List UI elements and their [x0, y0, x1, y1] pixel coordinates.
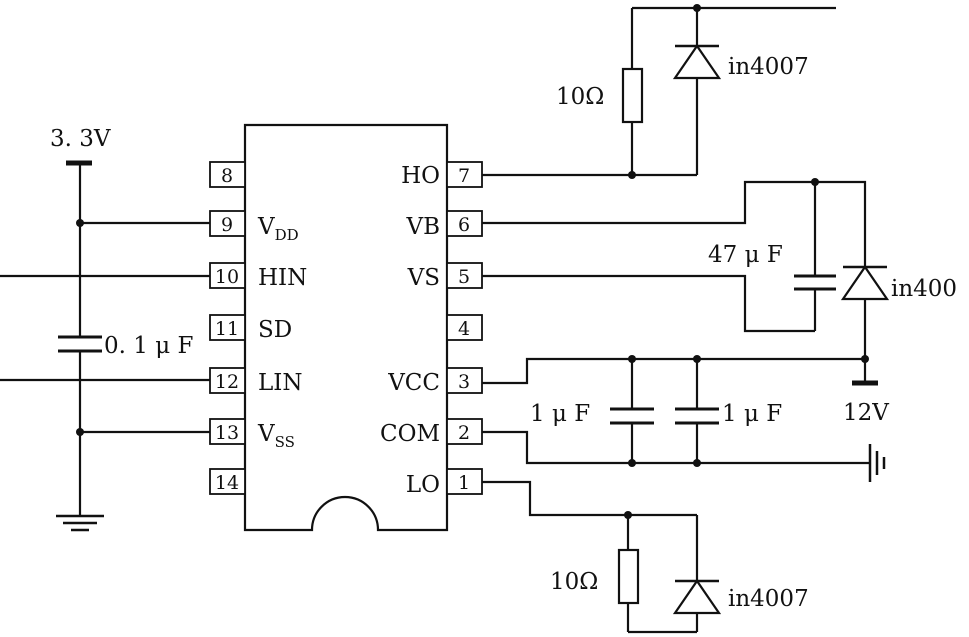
res-bottom-body: [619, 550, 638, 603]
pin-label-lo: LO: [406, 472, 440, 498]
pin-1: 1: [447, 469, 482, 494]
pin-number: 13: [215, 422, 239, 444]
supply-12v-label: 12V: [843, 400, 889, 426]
diode-bottom-label: in4007: [728, 586, 809, 612]
pin-number: 7: [458, 165, 470, 187]
pin-10: 10: [210, 263, 245, 288]
pin-8: 8: [210, 162, 245, 187]
pin-label-ho: HO: [401, 163, 440, 189]
diode-mid-label: in400: [891, 276, 957, 302]
pin-label-vdd: VDD: [257, 214, 299, 244]
pin-label-vss: VSS: [257, 421, 295, 451]
pin-number: 10: [215, 266, 239, 288]
cap-1uf-b-label: 1 μ F: [722, 401, 782, 427]
left-pins: 8 9 10 11 12 13 14: [210, 162, 245, 494]
pin-number: 3: [458, 371, 470, 393]
pin-2: 2: [447, 419, 482, 444]
pin-number: 6: [458, 214, 470, 236]
pin-number: 14: [215, 472, 239, 494]
wire-vs: [482, 276, 815, 331]
pin-13: 13: [210, 419, 245, 444]
pin-number: 2: [458, 422, 470, 444]
junction: [861, 355, 869, 363]
cap-0-1uf-label: 0. 1 μ F: [104, 333, 193, 359]
diode-top-label: in4007: [728, 54, 809, 80]
pin-number: 11: [215, 318, 239, 340]
pin-number: 12: [215, 371, 239, 393]
diode-top-icon: [675, 46, 719, 78]
pin-number: 9: [221, 214, 233, 236]
pin-number: 4: [458, 318, 470, 340]
pin-label-sd: SD: [258, 317, 292, 343]
pin-label-vb: VB: [405, 214, 440, 240]
right-pins: 7 6 5 4 3 2 1: [447, 162, 482, 494]
wire-com: [482, 432, 870, 463]
pin-14: 14: [210, 469, 245, 494]
pin-12: 12: [210, 368, 245, 393]
pin-4: 4: [447, 315, 482, 340]
ground-icon: [870, 444, 884, 482]
ground-icon: [56, 516, 104, 530]
res-top-body: [623, 69, 642, 122]
res-top-label: 10Ω: [556, 84, 604, 110]
pin-5: 5: [447, 263, 482, 288]
pin-number: 1: [458, 472, 470, 494]
pin-3: 3: [447, 368, 482, 393]
cap-47uf-label: 47 μ F: [708, 242, 783, 268]
diode-mid-icon: [843, 267, 887, 299]
diode-bottom-icon: [675, 581, 719, 613]
pin-6: 6: [447, 211, 482, 236]
junction: [76, 428, 84, 436]
pin-label-vs: VS: [407, 265, 440, 291]
wire-vb: [482, 182, 865, 267]
cap-1uf-a-label: 1 μ F: [530, 401, 590, 427]
pin-label-hin: HIN: [258, 265, 307, 291]
pin-number: 5: [458, 266, 470, 288]
pin-7: 7: [447, 162, 482, 187]
junction: [628, 459, 636, 467]
supply-3v3-label: 3. 3V: [50, 126, 111, 152]
pin-9: 9: [210, 211, 245, 236]
pin-11: 11: [210, 315, 245, 340]
res-bottom-label: 10Ω: [550, 569, 598, 595]
pin-number: 8: [221, 165, 233, 187]
junction: [693, 459, 701, 467]
junction: [76, 219, 84, 227]
wire-vcc: [482, 359, 865, 383]
pin-label-com: COM: [380, 421, 440, 447]
pin-label-lin: LIN: [258, 370, 302, 396]
wire-lo: [482, 482, 697, 515]
pin-label-vcc: VCC: [387, 370, 440, 396]
